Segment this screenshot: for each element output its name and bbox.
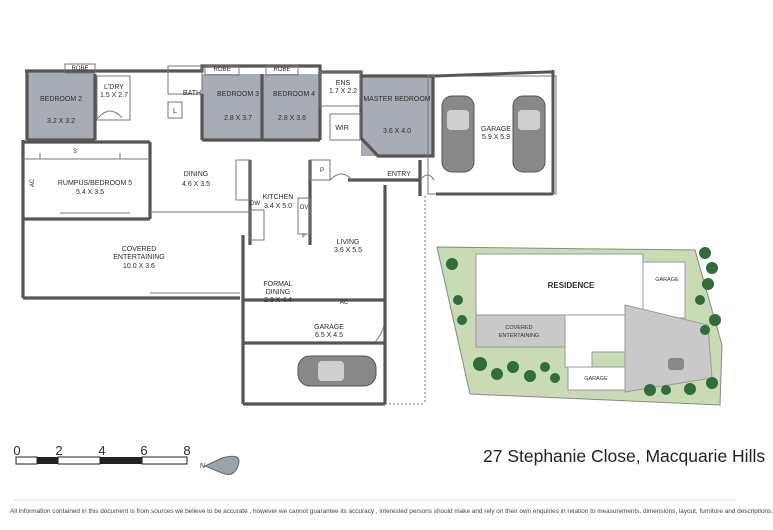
scale-tick-2: 2 (55, 443, 62, 458)
label-garage-main-size: 5.9 X 5.9 (482, 134, 510, 141)
label-formal: FORMAL (263, 281, 292, 288)
site-label-covered: COVERED (505, 325, 532, 331)
site-trees (446, 247, 721, 396)
label-ov: OV (300, 205, 309, 211)
label-kitchen: KITCHEN (263, 194, 294, 201)
label-living-ac: AC (340, 300, 349, 306)
label-dining-size: 4.6 X 3.5 (182, 181, 210, 188)
label-bath: BATH (183, 90, 201, 97)
label-rumpus: RUMPUS/BEDROOM 5 (58, 180, 132, 187)
label-dining: DINING (184, 171, 209, 178)
main-garage-walls (434, 70, 555, 196)
label-formal-size: 2.8 X 4.4 (264, 297, 292, 304)
car-icon-right (512, 95, 546, 173)
site-covered (475, 314, 566, 348)
label-covered-size: 10.0 X 3.6 (123, 263, 155, 270)
floor-plan: BEDROOM 2 3.2 X 3.2 ROBE L'DRY 1.5 X 2.7… (13, 63, 736, 501)
label-garage-lower: GARAGE (314, 324, 344, 331)
label-robe1: ROBE (71, 66, 88, 72)
bedroom-fills (27, 72, 433, 156)
scale-tick-0: 0 (13, 443, 20, 458)
label-laundry: L'DRY (104, 84, 124, 91)
label-rumpus-ac: AC (30, 178, 36, 187)
label-bedroom2-size: 3.2 X 3.2 (47, 118, 75, 125)
property-address: 27 Stephanie Close, Macquarie Hills (483, 446, 766, 466)
scale-tick-8: 8 (183, 443, 190, 458)
house-walls (21, 64, 435, 406)
label-bedroom4-size: 2.8 X 3.6 (278, 115, 306, 122)
label-living: LIVING (337, 239, 360, 246)
site-label-garage-top: GARAGE (655, 277, 679, 283)
label-linen: L (173, 108, 177, 115)
label-entry: ENTRY (387, 171, 411, 178)
north-label: N (200, 463, 205, 470)
north-arrow-icon (203, 455, 240, 475)
scale-bar: 0 2 4 6 8 N (13, 443, 240, 475)
car-icon-left (441, 95, 475, 173)
site-car-icon (668, 358, 684, 370)
scale-tick-4: 4 (98, 443, 105, 458)
label-wir: WIR (335, 125, 349, 132)
site-plan: RESIDENCE GARAGE COVERED ENTERTAINING GA… (436, 246, 723, 406)
label-laundry-size: 1.5 X 2.7 (100, 92, 128, 99)
label-bedroom3-size: 2.8 X 3.7 (224, 115, 252, 122)
label-living-size: 3.6 X 5.5 (334, 247, 362, 254)
site-garage-top (642, 261, 686, 319)
label-bedroom4: BEDROOM 4 (273, 91, 315, 98)
label-ensuite-size: 1.7 X 2.2 (329, 88, 357, 95)
label-covered-2: ENTERTAINING (113, 254, 164, 261)
label-dw: DW (250, 201, 260, 207)
label-bedroom2: BEDROOM 2 (40, 96, 82, 103)
site-label-entertaining: ENTERTAINING (499, 333, 539, 339)
label-garage-main: GARAGE (481, 126, 511, 133)
label-master: MASTER BEDROOM (363, 96, 430, 103)
label-rumpus-s: S (73, 149, 77, 155)
room-labels: BEDROOM 2 3.2 X 3.2 ROBE L'DRY 1.5 X 2.7… (30, 66, 511, 339)
disclaimer-text: All information contained in this docume… (10, 508, 773, 515)
scale-tick-6: 6 (140, 443, 147, 458)
label-covered: COVERED (122, 246, 157, 253)
label-robe3: ROBE (213, 67, 230, 73)
label-formal-2: DINING (266, 289, 291, 296)
label-fridge: F (302, 234, 306, 240)
site-label-garage-bottom: GARAGE (584, 376, 608, 382)
label-kitchen-size: 3.4 X 5.0 (264, 203, 292, 210)
label-robe4: ROBE (273, 67, 290, 73)
label-bedroom3: BEDROOM 3 (217, 91, 259, 98)
site-label-residence: RESIDENCE (548, 281, 595, 290)
label-pantry: P (320, 168, 324, 174)
label-master-size: 3.6 X 4.0 (383, 128, 411, 135)
label-rumpus-size: 5.4 X 3.5 (76, 189, 104, 196)
label-ensuite: ENS (336, 80, 351, 87)
label-garage-lower-size: 6.5 X 4.5 (315, 332, 343, 339)
